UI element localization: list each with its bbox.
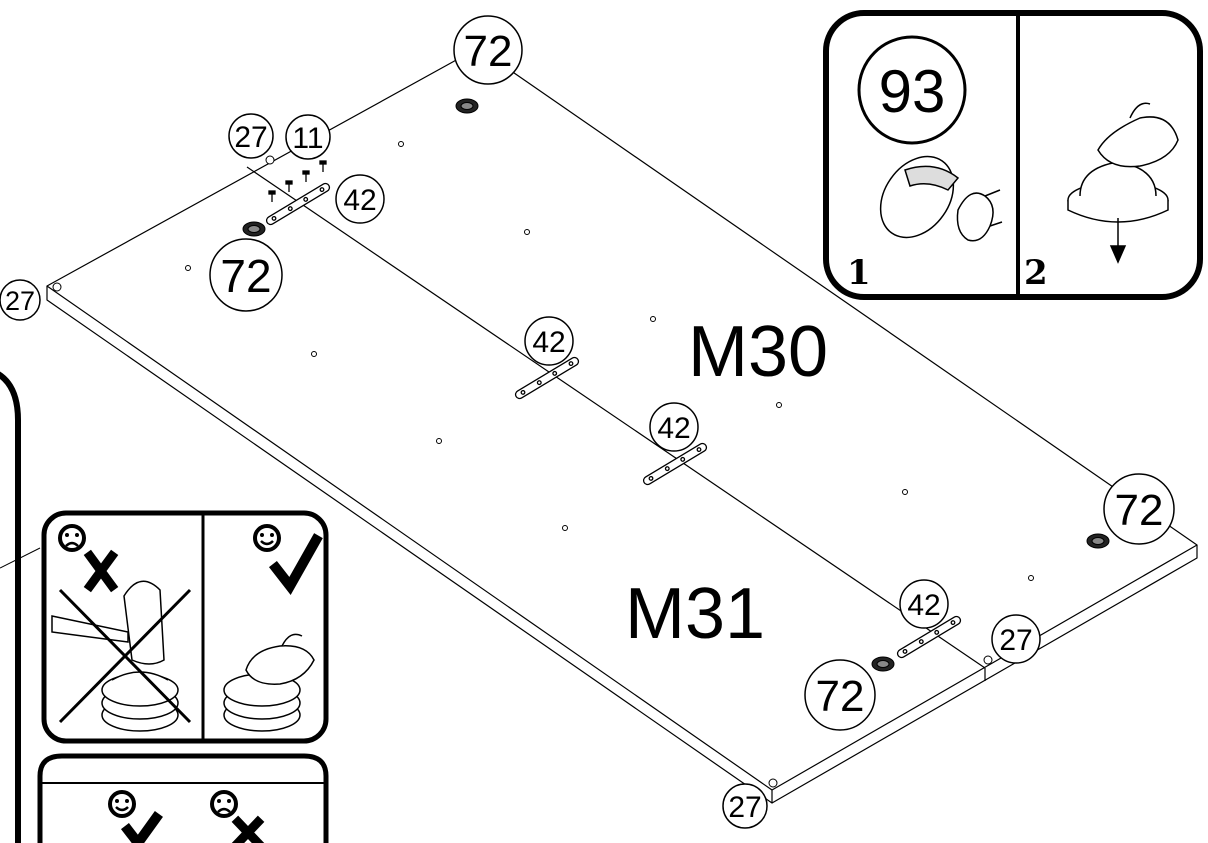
finger-press-icon [1067, 102, 1179, 264]
checkmark-icon [268, 533, 323, 595]
screw-icon [319, 160, 327, 172]
part-callout: 27 [228, 113, 274, 159]
callouts: 72 27 11 42 72 27 42 42 [0, 15, 1175, 829]
callout-text: 72 [816, 672, 865, 721]
part-callout: 72 [453, 15, 523, 85]
happy-face-icon [108, 790, 136, 818]
callout-text: 27 [234, 121, 267, 154]
finger-press-icon [245, 633, 315, 685]
callout-text: 42 [657, 412, 690, 445]
hole [524, 229, 530, 235]
hole [650, 316, 656, 322]
screw-icon [302, 170, 310, 182]
part-callout: 27 [991, 614, 1041, 664]
part-callout-93: 93 [857, 35, 967, 145]
step-2-label: 2 [1024, 253, 1048, 293]
panel-seam [246, 166, 986, 669]
panel-label-m30: M30 [688, 312, 828, 392]
connector-plate [642, 442, 708, 486]
inset-glide-install: 93 1 2 [823, 10, 1203, 300]
part-callout: 42 [524, 316, 574, 366]
glide-pad-icon [455, 98, 479, 114]
hole [265, 155, 275, 165]
part-callout: 72 [209, 238, 283, 312]
hole [983, 655, 993, 665]
callout-text: 27 [5, 286, 35, 316]
inset-left-partial [0, 371, 41, 843]
hole [436, 438, 442, 444]
connector-plates [265, 182, 962, 659]
part-callout: 27 [0, 279, 41, 321]
peel-pad-icon [879, 155, 1003, 242]
glide-pad-icon [871, 656, 895, 672]
connector-fitting [101, 671, 179, 732]
callout-text: 72 [464, 27, 513, 76]
connector-plate [265, 182, 331, 226]
part-number-93: 93 [879, 58, 946, 125]
part-callout: 11 [285, 114, 331, 160]
connector-plate [514, 356, 580, 400]
checkmark-icon [120, 811, 163, 843]
callout-text: 11 [292, 122, 323, 155]
hole [562, 525, 568, 531]
glide-pads [242, 98, 1110, 672]
inset-bottom-partial [37, 753, 329, 843]
callout-text: 42 [532, 326, 565, 359]
callout-text: 27 [728, 791, 761, 824]
glide-pad-icon [242, 221, 266, 237]
step-1-label: 1 [847, 253, 871, 293]
hammer-icon [51, 580, 165, 665]
sad-face-icon [210, 790, 238, 818]
part-callout: 72 [804, 659, 876, 731]
part-callout: 27 [722, 783, 768, 829]
screws [268, 160, 327, 202]
screw-icon [285, 180, 293, 192]
callout-text: 42 [907, 589, 940, 622]
inset-no-hammer [41, 510, 329, 744]
hole [1028, 575, 1034, 581]
hole [902, 489, 908, 495]
panel-label-m31: M31 [625, 574, 765, 654]
happy-face-icon [253, 524, 281, 552]
hole [768, 778, 778, 788]
connector-plate [896, 615, 962, 659]
big-cross-icon [58, 588, 192, 724]
callout-text: 72 [1115, 486, 1164, 535]
callout-text: 72 [220, 250, 271, 302]
hole [185, 265, 191, 271]
screw-icon [268, 190, 276, 202]
callout-text: 42 [343, 184, 376, 217]
part-callout: 42 [335, 174, 385, 224]
cross-icon [231, 815, 265, 843]
callout-text: 27 [999, 624, 1032, 657]
panel-right-edge [771, 545, 1198, 804]
hole [52, 282, 62, 292]
hole [311, 351, 317, 357]
hole [398, 141, 404, 147]
glide-pad-icon [1086, 533, 1110, 549]
hole [776, 402, 782, 408]
drill-holes [52, 141, 1034, 788]
part-callout: 42 [899, 579, 949, 629]
cross-icon [83, 549, 119, 593]
sad-face-icon [58, 524, 86, 552]
panel-front-edge [46, 286, 773, 804]
part-callout: 72 [1103, 473, 1175, 545]
part-callout: 42 [649, 402, 699, 452]
